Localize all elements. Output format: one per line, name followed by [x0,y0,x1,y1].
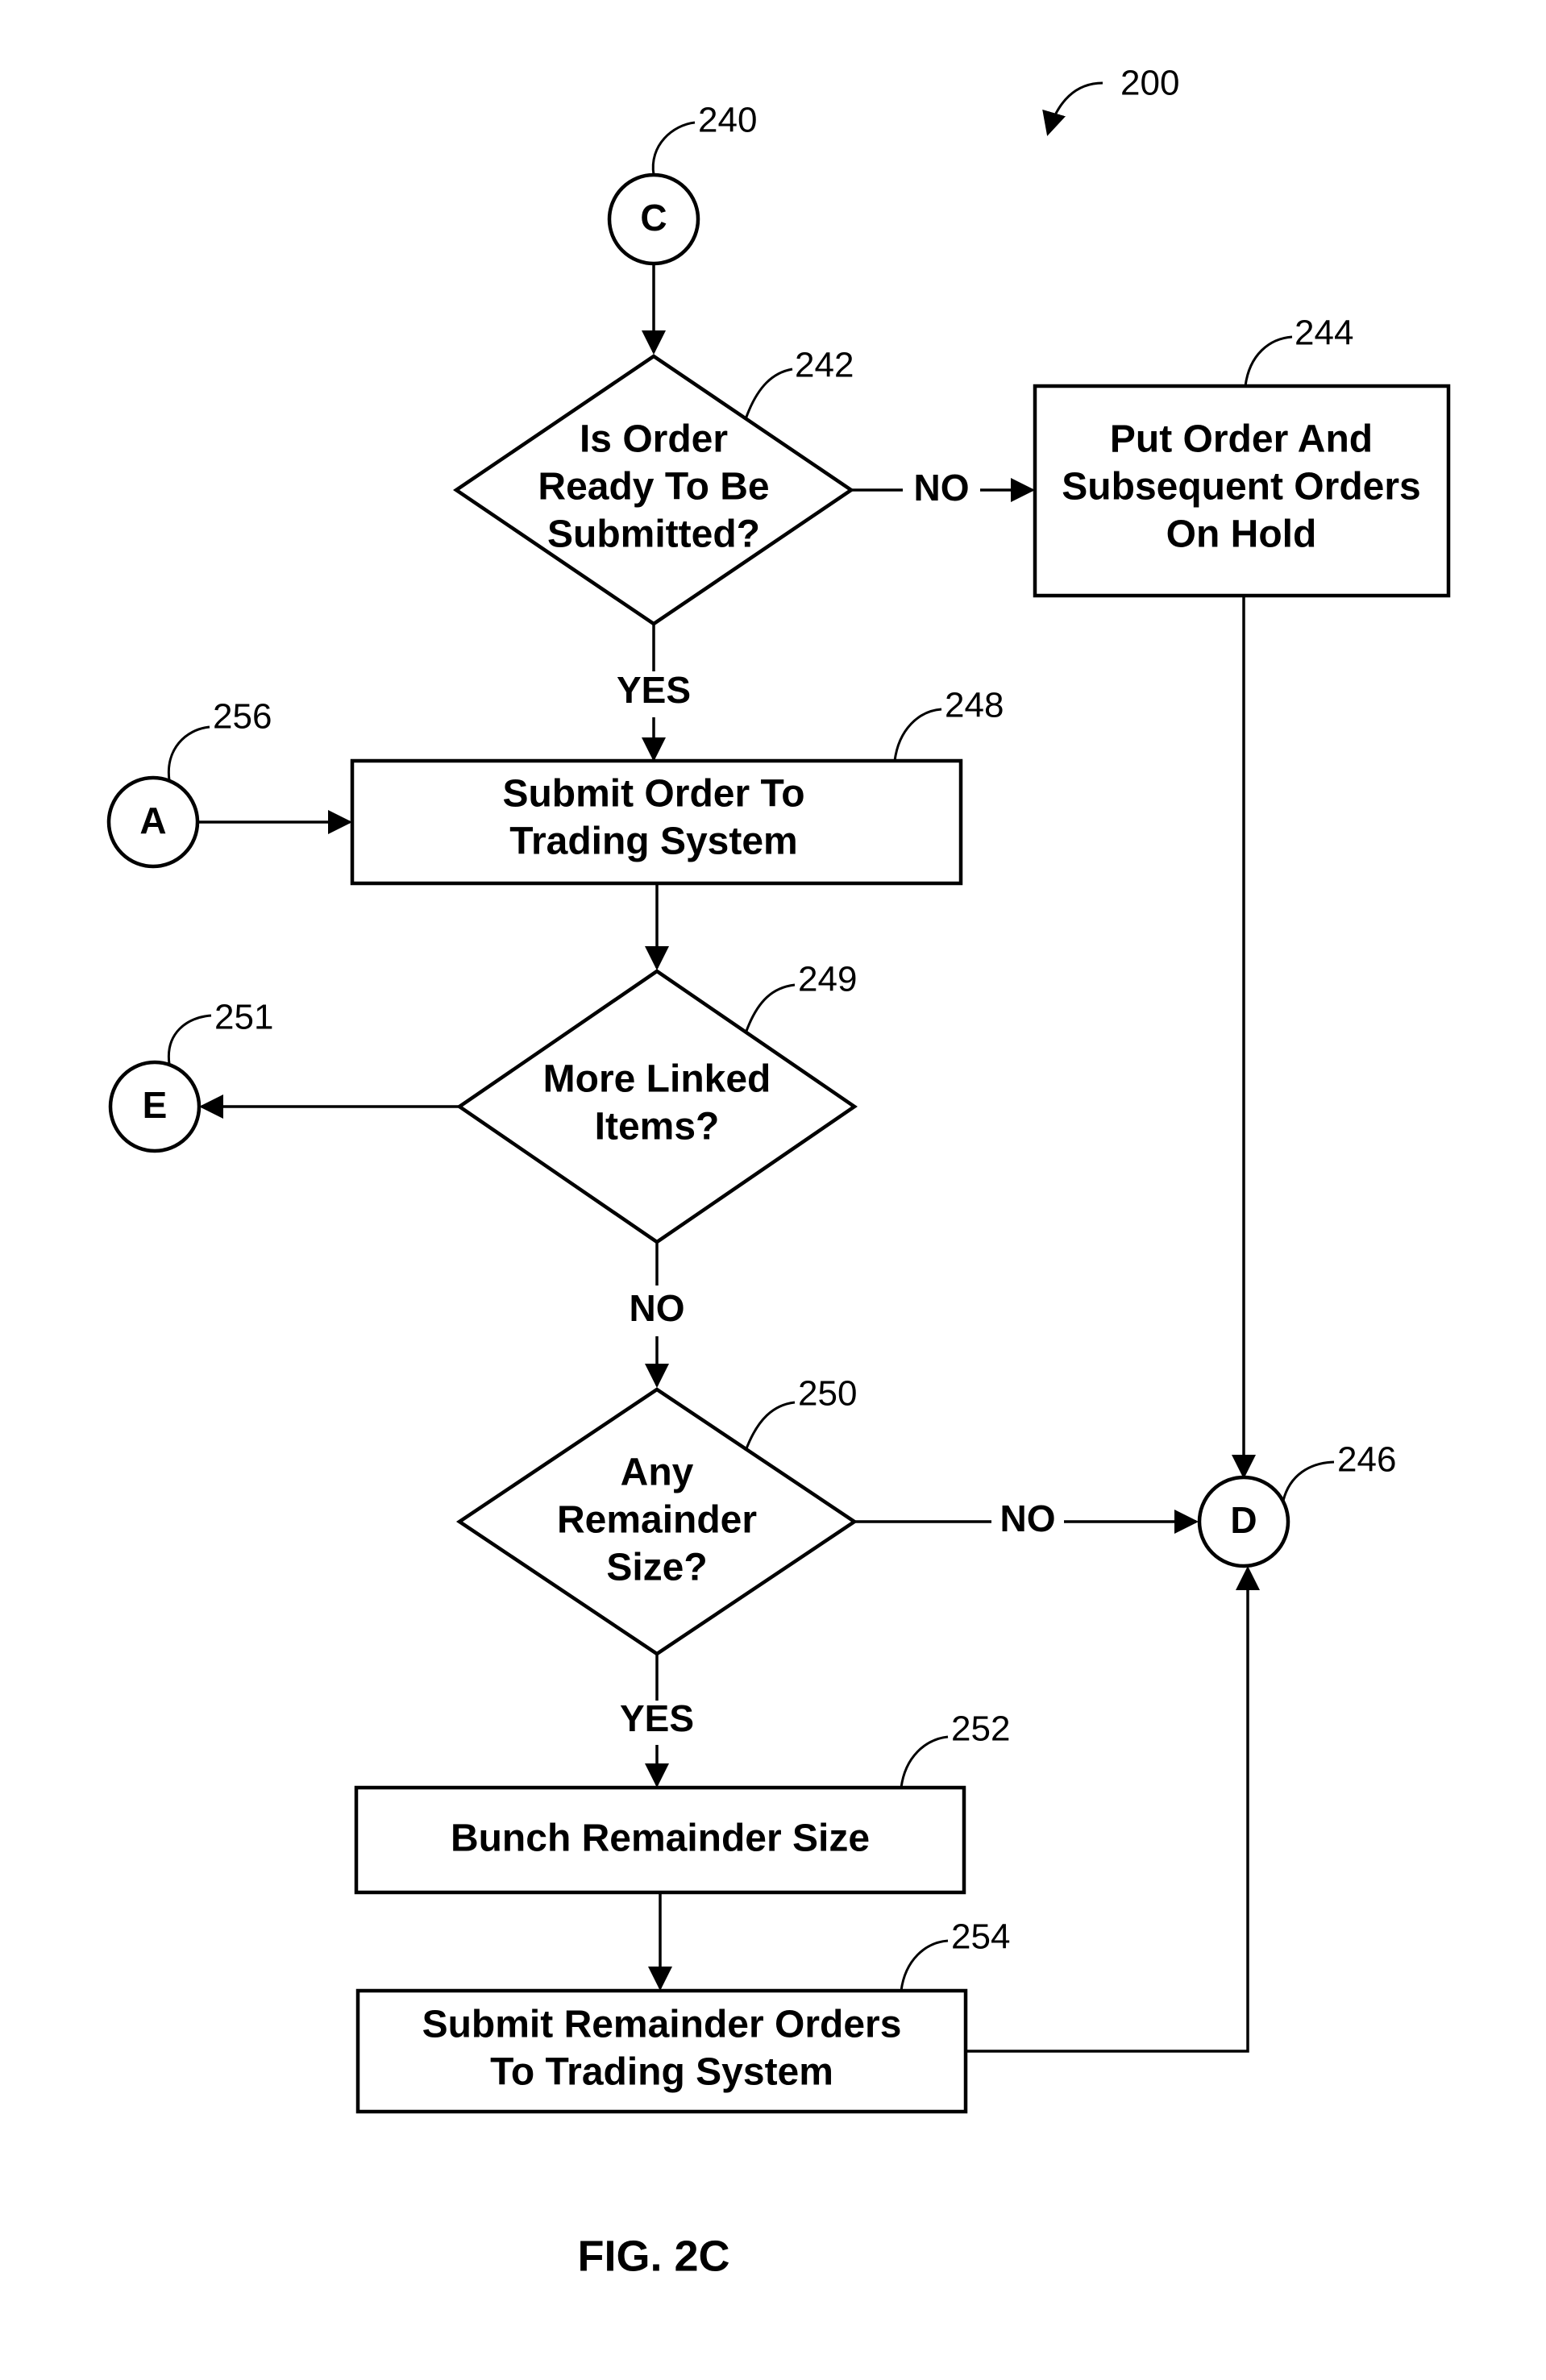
edge-remainder-yes-label: YES [620,1697,694,1739]
edge-ready-yes: YES [617,624,691,759]
edge-remainder-no: NO [854,1497,1196,1539]
connector-d: D 246 [1199,1440,1396,1566]
edge-ready-no-label: NO [914,467,970,509]
ref-256: 256 [213,697,272,737]
ref-250: 250 [798,1374,857,1414]
ref-248: 248 [945,686,1004,725]
process-put-on-hold-line-3: On Hold [1166,513,1317,556]
edge-remainder-yes: YES [620,1654,694,1785]
decision-more-linked-line-2: Items? [595,1106,720,1148]
process-put-on-hold-line-2: Subsequent Orders [1062,466,1420,509]
edge-linked-no-label: NO [630,1287,685,1329]
decision-any-remainder-line-3: Size? [606,1547,707,1589]
connector-e-label: E [143,1084,168,1126]
connector-e: E 251 [110,998,273,1151]
process-submit-order-line-2: Trading System [509,820,797,863]
process-submit-remainder: Submit Remainder Orders To Trading Syste… [358,1917,1010,2112]
ref-244: 244 [1295,314,1353,353]
edge-ready-yes-label: YES [617,669,691,711]
process-put-on-hold: Put Order And Subsequent Orders On Hold … [1035,314,1448,596]
ref-246: 246 [1337,1440,1396,1480]
process-bunch-remainder-line-1: Bunch Remainder Size [451,1817,870,1860]
connector-a: A 256 [109,697,272,866]
process-submit-remainder-line-2: To Trading System [490,2051,833,2094]
decision-order-ready-line-2: Ready To Be [538,466,769,509]
decision-order-ready-line-3: Submitted? [547,513,760,556]
decision-any-remainder-line-1: Any [621,1452,694,1494]
connector-d-label: D [1230,1499,1257,1541]
edge-submit-remainder-to-d [966,1568,1248,2051]
process-submit-order: Submit Order To Trading System 248 [352,686,1004,883]
process-submit-order-line-1: Submit Order To [502,773,804,816]
edge-ready-no: NO [851,467,1033,509]
decision-any-remainder: Any Remainder Size? 250 [459,1374,857,1654]
figure-number-label: 200 [1048,64,1179,134]
decision-order-ready: Is Order Ready To Be Submitted? 242 [456,346,854,624]
ref-252: 252 [951,1709,1010,1749]
decision-order-ready-line-1: Is Order [580,418,728,461]
edge-remainder-no-label: NO [1000,1497,1056,1539]
figure-caption: FIG. 2C [577,2232,729,2280]
connector-a-label: A [139,800,166,841]
ref-240: 240 [698,101,757,140]
ref-254: 254 [951,1917,1010,1957]
figure-number: 200 [1120,64,1179,103]
ref-242: 242 [795,346,854,385]
connector-c: C 240 [609,101,757,264]
connector-c-label: C [640,197,667,239]
process-submit-remainder-line-1: Submit Remainder Orders [422,2004,902,2046]
edge-linked-no: NO [630,1242,685,1385]
decision-any-remainder-line-2: Remainder [557,1499,757,1542]
decision-more-linked: More Linked Items? 249 [459,960,857,1242]
ref-249: 249 [798,960,857,999]
decision-more-linked-line-1: More Linked [543,1058,771,1101]
process-put-on-hold-line-1: Put Order And [1110,418,1373,461]
ref-251: 251 [214,998,273,1037]
